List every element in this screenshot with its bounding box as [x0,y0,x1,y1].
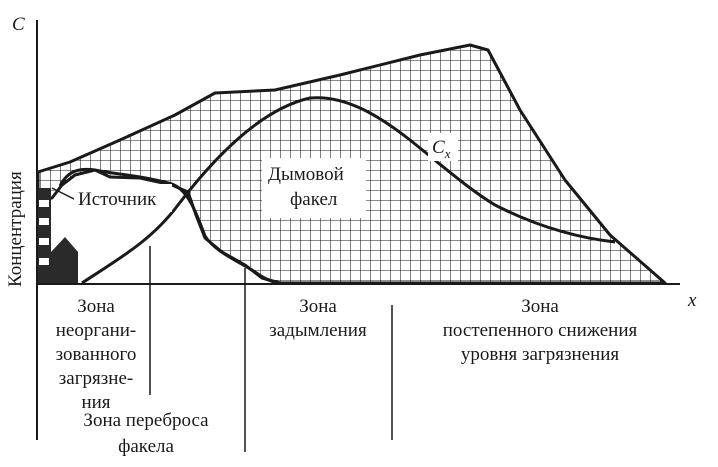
svg-text:загрязне-: загрязне- [59,368,133,389]
svg-text:неоргани-: неоргани- [56,320,137,341]
y-axis-symbol: C [12,14,25,35]
zone-smoke-label: Зона задымления [269,296,367,341]
svg-text:Зона: Зона [299,296,337,317]
svg-text:уровня загрязнения: уровня загрязнения [461,344,620,365]
svg-text:ния: ния [81,392,110,413]
svg-text:постепенного снижения: постепенного снижения [443,320,638,341]
source-emission-curve [58,167,281,285]
svg-text:факела: факела [118,436,174,457]
zone-decrease-label: Зона постепенного снижения уровня загряз… [443,296,638,365]
svg-text:зованного: зованного [56,344,137,365]
source-leader-line [51,187,77,201]
plume-label-line1: Дымовой [268,164,344,185]
zone-unorganized-label: Зона неоргани- зованного загрязне- ния [56,296,137,413]
svg-text:Зона переброса: Зона переброса [83,410,209,431]
source-label: Источник [78,189,157,210]
cx-label: Cx [432,137,451,161]
svg-text:Зона: Зона [521,296,559,317]
x-axis-symbol: x [687,290,697,311]
plume-label-line2: факел [290,189,338,210]
svg-text:Зона: Зона [77,296,115,317]
source-building-icon [37,188,78,283]
y-axis-label: Концентрация [5,171,26,287]
cx-concentration-curve [81,96,616,285]
svg-text:задымления: задымления [269,320,367,341]
zone-plume-transfer-label: Зона переброса факела [83,410,209,457]
